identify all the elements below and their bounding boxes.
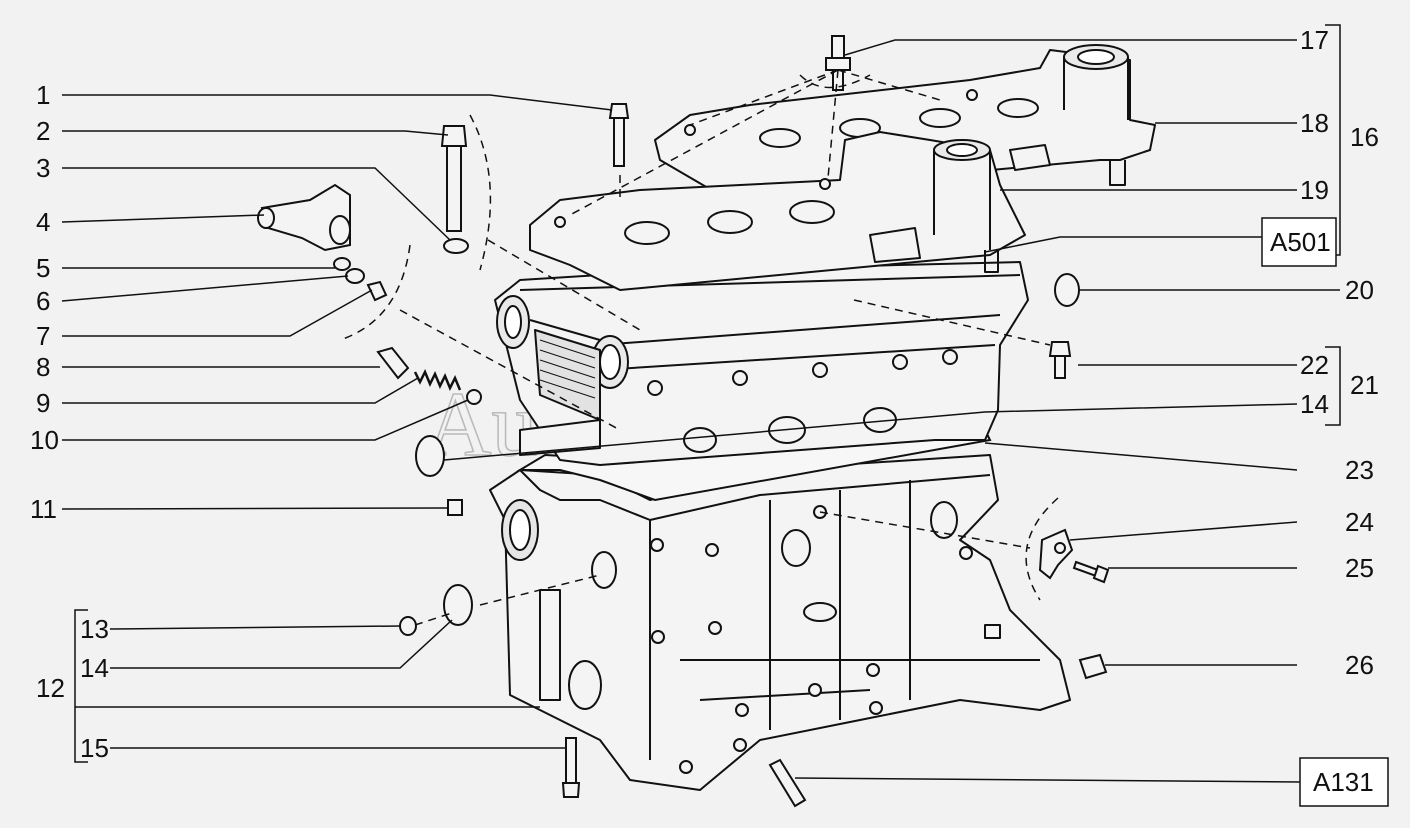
callout-7: 7: [36, 321, 50, 351]
sealing-ring: [333, 257, 351, 271]
callout-20: 20: [1345, 275, 1374, 305]
callout-15: 15: [80, 733, 109, 763]
camshaft-seal: [415, 435, 445, 477]
callout-10: 10: [30, 425, 59, 455]
bushing: [1078, 653, 1108, 680]
spring: [413, 368, 462, 392]
callout-22: 22: [1300, 350, 1329, 380]
callouts-right: 17 18 19 20 22 14 23 24 25 26 16 21: [1300, 25, 1379, 680]
valve-cover-rear: [654, 44, 1156, 196]
reference-a131: A131: [1313, 767, 1374, 797]
callout-19: 19: [1300, 175, 1329, 205]
callout-14-upper: 14: [1300, 389, 1329, 419]
callout-3: 3: [36, 153, 50, 183]
cylinder-head: [494, 261, 1029, 466]
sealing-washer: [345, 268, 365, 284]
callout-17: 17: [1300, 25, 1329, 55]
callout-13: 13: [80, 614, 109, 644]
callouts-left: 1 2 3 4 5 6 7 8 9 10 11 13 14 15 12: [30, 80, 109, 763]
callout-1: 1: [36, 80, 50, 110]
callout-18: 18: [1300, 108, 1329, 138]
assembly-guides: [399, 69, 1051, 626]
knock-sensor: [1038, 528, 1074, 580]
bolt-short: [608, 103, 630, 167]
group-label-21: 21: [1350, 370, 1379, 400]
engine-block: [489, 454, 1071, 791]
reference-box-head: A501: [1261, 217, 1337, 267]
callout-5: 5: [36, 253, 50, 283]
reference-box-bottom: A131: [1299, 757, 1389, 807]
head-bolt: [1048, 341, 1072, 379]
callout-2: 2: [36, 116, 50, 146]
small-plug: [399, 616, 417, 636]
ball: [466, 389, 482, 405]
group-label-16: 16: [1350, 122, 1379, 152]
callout-9: 9: [36, 388, 50, 418]
callout-4: 4: [36, 207, 50, 237]
sensor-bolt: [1072, 560, 1110, 584]
group-label-12: 12: [36, 673, 65, 703]
leader-lines: [61, 39, 1340, 783]
dowel-pin: [768, 758, 807, 808]
valve-plug: [376, 346, 410, 380]
stud-bolt: [825, 35, 851, 91]
washer: [443, 238, 469, 254]
callout-11: 11: [30, 494, 57, 524]
bolt-lower: [561, 737, 581, 798]
valve-cover-front: [529, 131, 1026, 291]
callout-26: 26: [1345, 650, 1374, 680]
callout-6: 6: [36, 286, 50, 316]
callout-8: 8: [36, 352, 50, 382]
hollow-bolt: [366, 280, 388, 302]
callout-24: 24: [1345, 507, 1374, 537]
callout-25: 25: [1345, 553, 1374, 583]
plug: [447, 499, 463, 516]
reference-a501: A501: [1270, 227, 1331, 257]
callout-23: 23: [1345, 455, 1374, 485]
callout-14-lower: 14: [80, 653, 109, 683]
crankshaft-seal: [443, 584, 473, 626]
seal-ring: [1054, 273, 1080, 307]
union-fitting: [257, 183, 351, 252]
bolt-long: [440, 125, 468, 232]
dashed-arcs: [339, 74, 1059, 601]
